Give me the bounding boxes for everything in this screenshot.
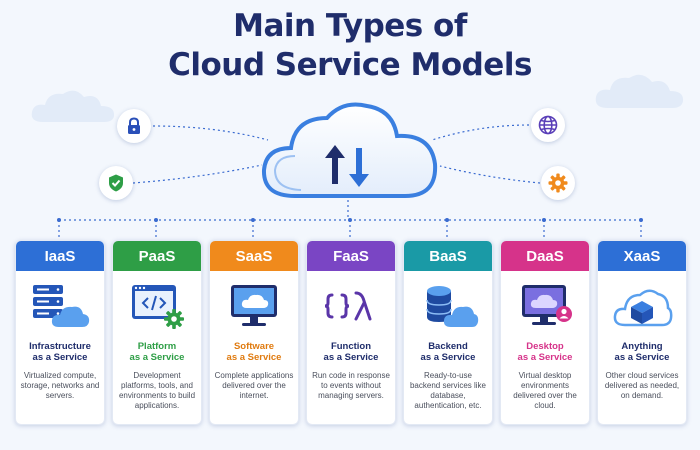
card-header: DaaS xyxy=(501,241,589,271)
card-daas: DaaS Desktop as a Service Virtual deskto… xyxy=(500,240,590,425)
card-name-line1: Software xyxy=(233,341,275,352)
gear-icon xyxy=(548,173,568,193)
globe-badge xyxy=(531,108,565,142)
card-description: Complete applications delivered over the… xyxy=(214,371,294,400)
card-faas: FaaS Function as a Service Run code in r… xyxy=(306,240,396,425)
card-abbr: BaaS xyxy=(429,247,467,265)
card-name-line2: as a Service xyxy=(420,352,476,363)
title-line-1: Main Types of xyxy=(233,8,467,44)
code-window-gear-icon xyxy=(132,285,184,329)
shield-badge xyxy=(99,166,133,200)
card-name-line1: Anything xyxy=(621,341,663,352)
card-name-line2: as a Service xyxy=(226,352,282,363)
card-name-line1: Infrastructure xyxy=(29,341,91,352)
card-abbr: SaaS xyxy=(235,247,273,265)
upload-download-arrows-icon xyxy=(325,145,369,187)
card-description: Run code in response to events without m… xyxy=(312,371,390,400)
background-cloud-left-icon xyxy=(31,90,115,122)
card-description: Ready-to-use backend services like datab… xyxy=(409,371,487,410)
card-name-line1: Function xyxy=(330,341,372,352)
card-abbr: IaaS xyxy=(44,247,76,265)
globe-icon xyxy=(538,115,558,135)
monitor-cloud-icon xyxy=(231,285,277,326)
cloud-cube-icon xyxy=(613,289,673,327)
background-cloud-right-icon xyxy=(595,74,684,108)
card-header: PaaS xyxy=(113,241,201,271)
card-name-line2: as a Service xyxy=(32,352,88,363)
card-header: BaaS xyxy=(404,241,492,271)
card-name-line2: as a Service xyxy=(323,352,379,363)
card-description: Development platforms, tools, and enviro… xyxy=(118,371,196,410)
lambda-function-icon xyxy=(324,291,372,321)
title-line-2: Cloud Service Models xyxy=(168,47,532,83)
card-abbr: FaaS xyxy=(333,247,369,265)
card-xaas: XaaS Anything as a Service Other cloud s… xyxy=(597,240,687,425)
card-abbr: PaaS xyxy=(138,247,176,265)
card-description: Virtual desktop environments delivered o… xyxy=(513,371,577,410)
lock-badge xyxy=(117,109,151,143)
central-cloud-icon xyxy=(261,102,438,198)
card-saas: SaaS Software as a Service Complete appl… xyxy=(209,240,299,425)
card-header: FaaS xyxy=(307,241,395,271)
card-baas: BaaS Backend as a Service Ready-to-use b… xyxy=(403,240,493,425)
card-abbr: XaaS xyxy=(623,247,661,265)
card-header: IaaS xyxy=(16,241,104,271)
desktop-user-icon xyxy=(522,285,572,325)
shield-check-icon xyxy=(109,174,123,192)
database-cloud-icon xyxy=(426,286,479,327)
card-iaas: IaaS Infrastructure as a Service Virtual… xyxy=(15,240,105,425)
card-name-line1: Platform xyxy=(137,341,177,352)
lock-icon xyxy=(128,117,140,134)
card-name-line1: Desktop xyxy=(526,341,564,352)
card-header: XaaS xyxy=(598,241,686,271)
card-name-line2: as a Service xyxy=(614,352,670,363)
card-paas: PaaS Platform as a Service Development p xyxy=(112,240,202,425)
server-cloud-icon xyxy=(33,285,90,327)
card-header: SaaS xyxy=(210,241,298,271)
card-description: Virtualized compute, storage, networks a… xyxy=(20,371,100,400)
card-name-line2: as a Service xyxy=(129,352,185,363)
card-abbr: DaaS xyxy=(526,247,564,265)
card-name-line2: as a Service xyxy=(517,352,573,363)
gear-badge xyxy=(541,166,575,200)
card-description: Other cloud services delivered as needed… xyxy=(604,371,680,400)
card-name-line1: Backend xyxy=(428,341,468,352)
